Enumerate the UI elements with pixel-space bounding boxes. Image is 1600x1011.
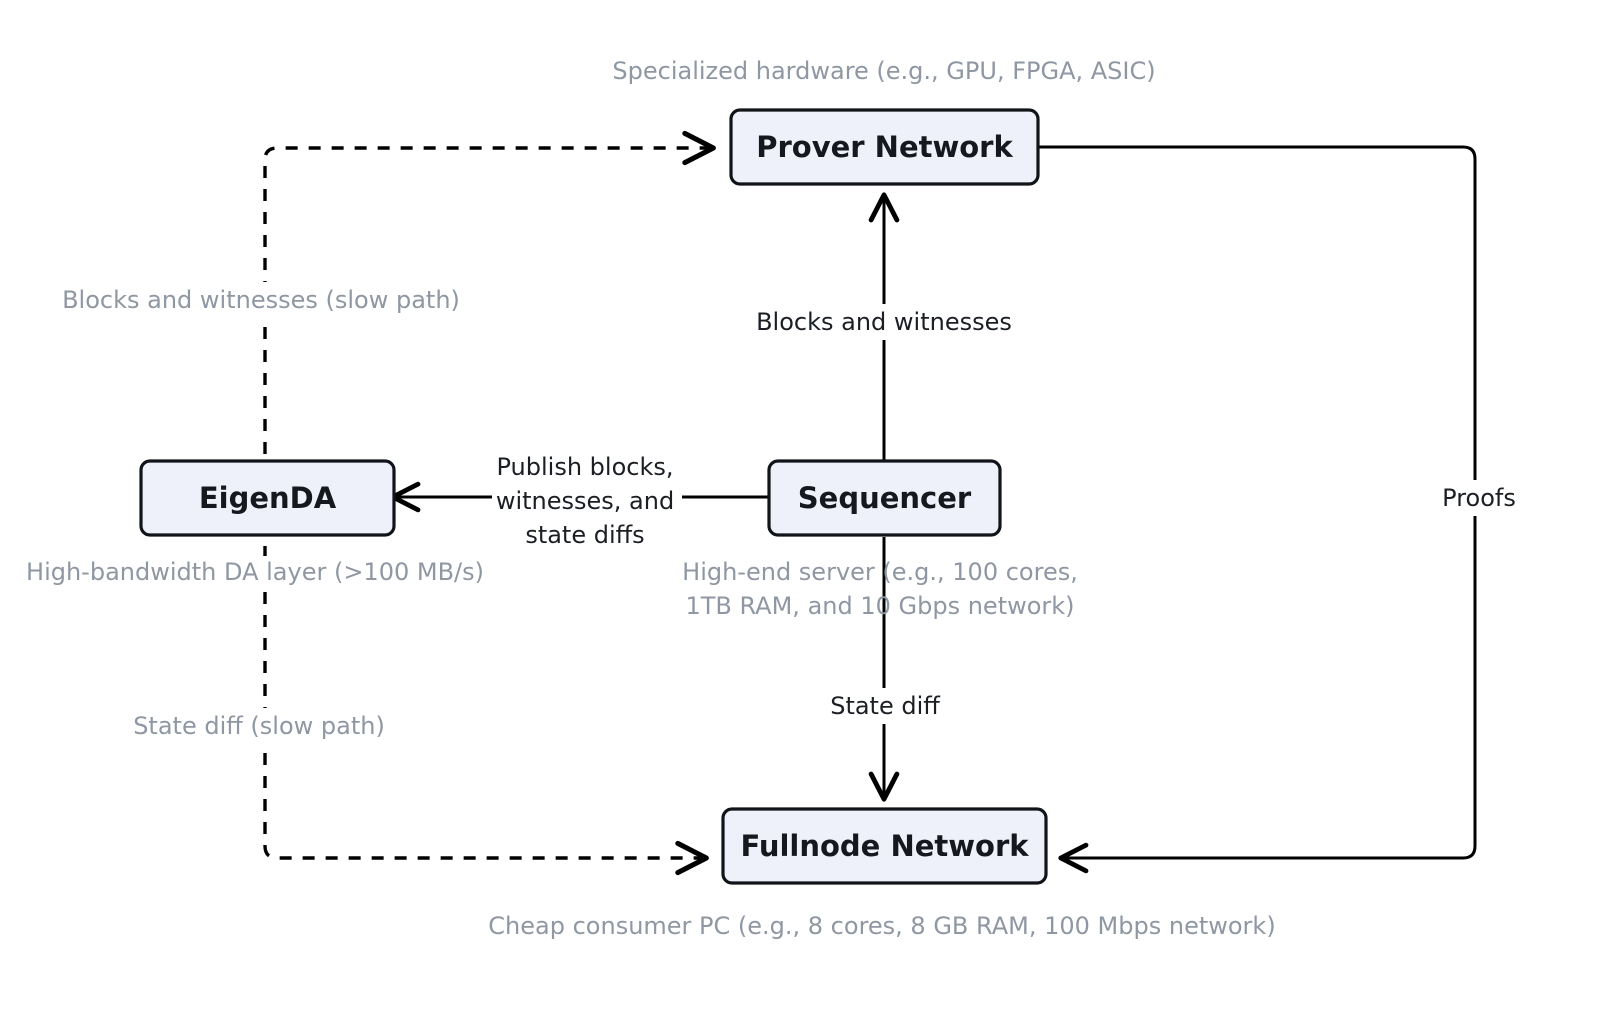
edge-label-blocks-and-witnesses: Blocks and witnesses [756,304,1012,340]
svg-text:Blocks and witnesses: Blocks and witnesses [756,308,1012,336]
node-eigenda[interactable]: EigenDA [139,459,396,537]
node-sequencer-label: Sequencer [798,481,972,515]
node-fullnode-network-label: Fullnode Network [740,829,1029,863]
svg-text:state diffs: state diffs [525,521,644,549]
svg-text:State diff: State diff [830,692,940,720]
svg-text:Publish blocks,: Publish blocks, [497,453,674,481]
svg-text:Proofs: Proofs [1442,484,1516,512]
node-prover-network[interactable]: Prover Network [729,108,1040,186]
svg-text:Blocks and witnesses (slow pat: Blocks and witnesses (slow path) [62,286,460,314]
caption-sequencer: High-end server (e.g., 100 cores, 1TB RA… [682,558,1078,620]
node-prover-network-label: Prover Network [756,130,1013,164]
edge-label-publish-blocks-witnesses-state-diffs: Publish blocks, witnesses, and state dif… [492,450,682,550]
edge-label-state-diff: State diff [824,688,946,724]
edge-eigenda-to-fullnode [263,500,709,876]
svg-text:Cheap consumer PC (e.g., 8 cor: Cheap consumer PC (e.g., 8 cores, 8 GB R… [488,912,1275,940]
svg-text:Specialized hardware (e.g., GP: Specialized hardware (e.g., GPU, FPGA, A… [612,57,1155,85]
node-eigenda-label: EigenDA [199,481,337,515]
svg-text:State diff (slow path): State diff (slow path) [133,712,385,740]
edge-label-proofs: Proofs [1436,480,1522,516]
svg-text:1TB RAM, and 10 Gbps network): 1TB RAM, and 10 Gbps network) [685,592,1074,620]
svg-text:witnesses, and: witnesses, and [496,487,674,515]
node-sequencer[interactable]: Sequencer [767,459,1002,537]
edge-prover-to-fullnode [1038,145,1477,874]
caption-fullnode-network: Cheap consumer PC (e.g., 8 cores, 8 GB R… [488,912,1275,940]
edge-eigenda-to-prover [263,130,716,500]
node-fullnode-network[interactable]: Fullnode Network [721,807,1048,885]
caption-prover-network: Specialized hardware (e.g., GPU, FPGA, A… [612,57,1155,85]
edge-label-state-diff-slow-path: State diff (slow path) [133,708,386,744]
svg-text:High-end server (e.g., 100 cor: High-end server (e.g., 100 cores, [682,558,1078,586]
edge-label-blocks-witnesses-slow-path: Blocks and witnesses (slow path) [62,282,460,318]
svg-text:High-bandwidth DA layer (>100: High-bandwidth DA layer (>100 MB/s) [26,558,484,586]
caption-eigenda: High-bandwidth DA layer (>100 MB/s) [26,556,484,590]
